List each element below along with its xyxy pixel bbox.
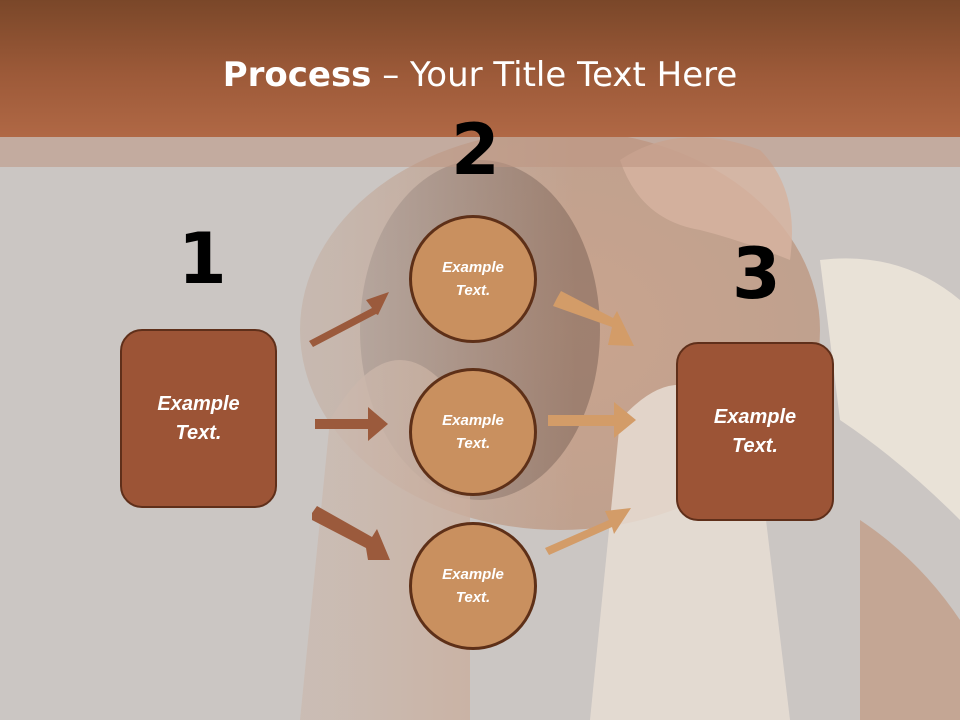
title-rest-part: – Your Title Text Here — [371, 55, 738, 95]
step-number-1: 1 — [178, 218, 227, 300]
result-box: Example Text. — [676, 342, 834, 521]
step-number-3: 3 — [732, 233, 781, 315]
process-circle-3: Example Text. — [409, 522, 537, 650]
arrow-to-circle-3 — [312, 506, 390, 560]
process-circle-2: Example Text. — [409, 368, 537, 496]
process-circle-2-label: Example Text. — [442, 412, 504, 452]
title-bar-strip — [0, 137, 960, 167]
process-circle-3-label: Example Text. — [442, 566, 504, 606]
arrow-from-circle-1 — [553, 291, 634, 346]
step-number-2: 2 — [451, 109, 500, 191]
arrows-to-box — [545, 291, 636, 555]
slide-title: Process – Your Title Text Here — [0, 55, 960, 95]
arrows-to-circles — [309, 292, 390, 560]
process-circle-1-label: Example Text. — [442, 259, 504, 299]
arrow-to-circle-1 — [309, 292, 389, 347]
result-box-label: Example Text. — [713, 405, 797, 457]
arrow-to-circle-2 — [315, 407, 388, 441]
title-bold-part: Process — [222, 55, 372, 95]
arrow-from-circle-2 — [548, 402, 636, 438]
title-bar — [0, 0, 960, 137]
arrow-from-circle-3 — [545, 508, 631, 555]
process-circle-1: Example Text. — [409, 215, 537, 343]
start-box: Example Text. — [120, 329, 277, 508]
start-box-label: Example Text. — [157, 392, 240, 444]
